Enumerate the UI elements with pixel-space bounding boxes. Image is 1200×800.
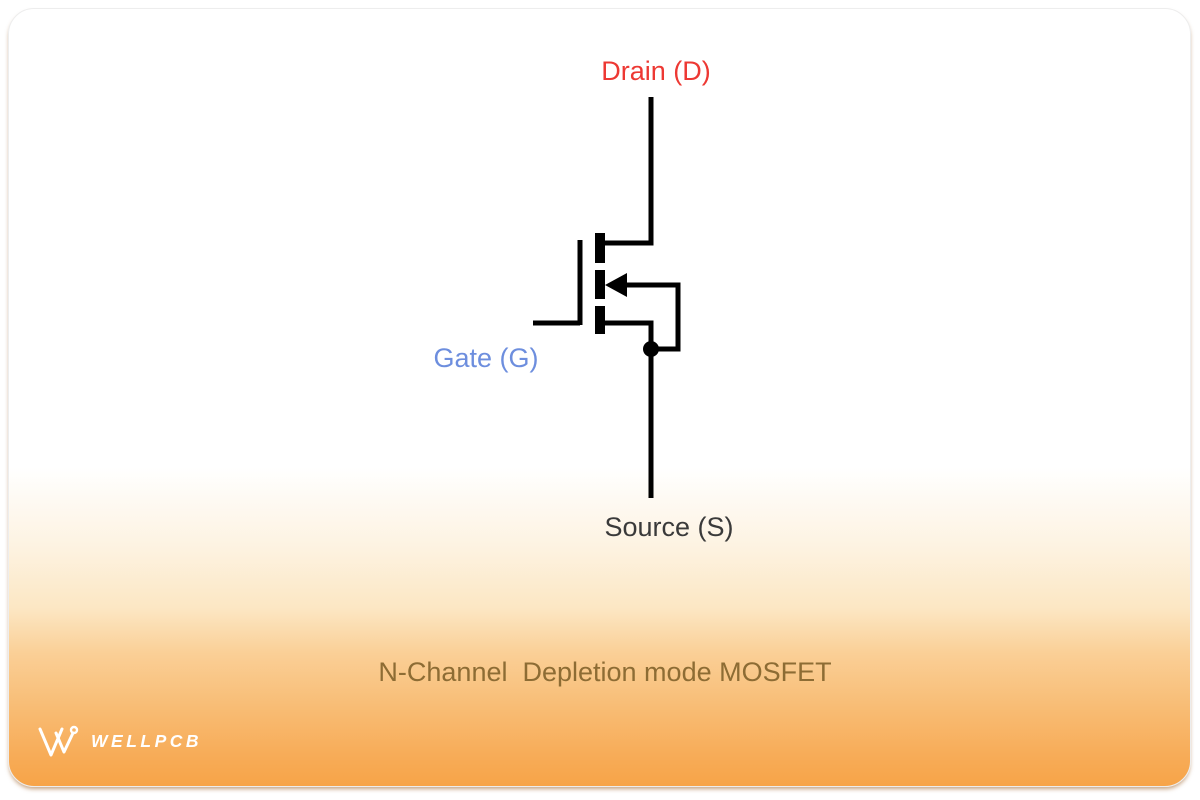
- wellpcb-logo-icon: [38, 725, 79, 757]
- drain-lead-line: [602, 97, 654, 246]
- wellpcb-logo-text: WELLPCB: [91, 730, 203, 751]
- body-connection-line: [618, 282, 681, 352]
- gate-terminal-label: Gate (G): [433, 343, 539, 373]
- wellpcb-logo: WELLPCB: [36, 723, 202, 759]
- channel-bar-segment-body: [595, 270, 605, 299]
- drain-terminal-label: Drain (D): [601, 56, 711, 86]
- diagram-caption: N-Channel Depletion mode MOSFET: [378, 657, 832, 687]
- substrate-arrow-icon: [605, 273, 627, 297]
- channel-bar-segment-source: [595, 306, 605, 334]
- diagram-card: [8, 8, 1191, 787]
- junction-dot: [643, 341, 659, 357]
- source-lead-line: [600, 320, 654, 498]
- source-terminal-label: Source (S): [604, 512, 734, 542]
- channel-bar-segment-drain: [595, 233, 605, 263]
